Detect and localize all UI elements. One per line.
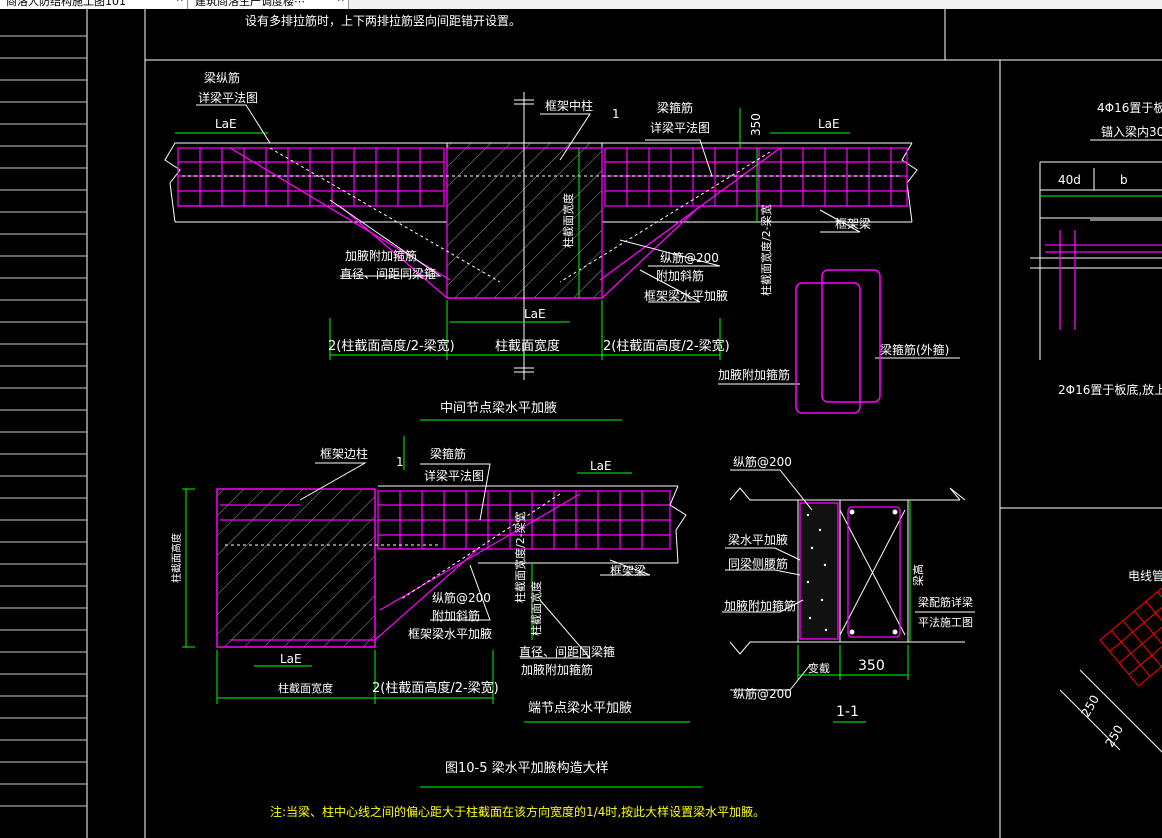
section-side-bar-label: 同梁侧腰筋 bbox=[728, 556, 788, 571]
frame-edge-column bbox=[216, 488, 376, 648]
top-note: 设有多排拉筋时，上下两排拉筋竖向间距错开设置。 bbox=[245, 13, 521, 28]
footnote: 注:当梁、柱中心线之间的偏心距大于柱截面在该方向宽度的1/4时,按此大样设置梁水… bbox=[270, 804, 765, 819]
lae-label-right: LaE bbox=[818, 117, 840, 131]
tab-architecture-drawing[interactable]: 建筑商洛生产调度楼⋯ ✕ bbox=[189, 0, 349, 9]
section-add-stirrup-label: 加腋附加箍筋 bbox=[724, 598, 796, 613]
right-dim-b-label: b bbox=[1120, 173, 1128, 187]
column-height-vertical-label: 柱截面高度 bbox=[170, 533, 183, 583]
tab-structural-drawing[interactable]: 商洛人防结构施工图101 ✕ bbox=[0, 0, 188, 9]
haunch-add-stirrup-label-2: 加腋附加箍筋 bbox=[718, 367, 790, 382]
dim-350-label: 350 bbox=[749, 113, 763, 136]
sheet-frame bbox=[86, 9, 1162, 838]
end-diameter-same-label: 直径、间距同梁箍 bbox=[519, 644, 615, 659]
conduit-label: 电线管 bbox=[1128, 568, 1162, 583]
stirrup-detail: 梁箍筋(外箍) 加腋附加箍筋 bbox=[718, 269, 949, 414]
end-beam-rebar bbox=[220, 490, 671, 641]
end-lae-bottom-label: LaE bbox=[280, 652, 302, 666]
outer-stirrup-label: 梁箍筋(外箍) bbox=[880, 342, 949, 357]
beam-outline bbox=[164, 142, 918, 223]
right-bottom-note: 2Φ16置于板底,放上排 bbox=[1058, 382, 1162, 397]
end-beam-outline bbox=[378, 485, 687, 564]
end-section-number-label: 1 bbox=[396, 455, 404, 469]
end-lae-top-label: LaE bbox=[590, 459, 612, 473]
diameter-same-label: 直径、间距同梁箍 bbox=[340, 266, 436, 281]
section-name-label: 1-1 bbox=[836, 704, 859, 720]
frame-edge-column-label: 框架边柱 bbox=[320, 446, 368, 461]
tab-bar: 商洛人防结构施工图101 ✕ 建筑商洛生产调度楼⋯ ✕ bbox=[0, 0, 1162, 9]
end-frame-beam-haunch-label: 框架梁水平加腋 bbox=[408, 626, 492, 641]
cad-drawing-canvas[interactable]: 设有多排拉筋时，上下两排拉筋竖向间距错开设置。 bbox=[0, 9, 1162, 838]
section-var-width-label: 变截 bbox=[808, 661, 830, 675]
conduit-grid bbox=[1099, 581, 1162, 687]
section-1-1: 纵筋@200 梁水平加腋 同梁侧腰筋 加腋附加箍筋 梁高 梁配筋详梁 平法施工图… bbox=[722, 454, 975, 723]
beam-long-bar-label: 梁纵筋 bbox=[204, 70, 240, 85]
haunch-add-stirrup-label: 加腋附加箍筋 bbox=[345, 248, 417, 263]
beam-stirrup-label: 梁箍筋 bbox=[657, 100, 693, 115]
dim-mid-label: 柱截面宽度 bbox=[495, 338, 560, 354]
dim-left-label: 2(柱截面高度/2-梁宽) bbox=[328, 338, 455, 354]
end-see-beam-plan-label: 详梁平法图 bbox=[424, 468, 484, 483]
left-grid bbox=[0, 35, 87, 807]
end-joint-title: 端节点梁水平加腋 bbox=[528, 701, 632, 716]
column-width-vertical-label: 柱截面宽度 bbox=[561, 193, 575, 248]
right-dim-40d-label: 40d bbox=[1058, 173, 1081, 187]
section-dim-350-label: 350 bbox=[858, 658, 885, 674]
section-beam-rebar-label: 梁配筋详梁 bbox=[918, 595, 973, 609]
tab-label: 商洛人防结构施工图101 bbox=[6, 0, 126, 8]
frame-beam-haunch-label: 框架梁水平加腋 bbox=[644, 288, 728, 303]
column-half-width-vertical-label: 柱截面宽度/2-梁宽 bbox=[759, 204, 773, 296]
middle-joint-detail: 梁纵筋 详梁平法图 LaE 框架中柱 1 梁箍筋 详梁平法图 350 LaE 柱… bbox=[164, 70, 960, 421]
dim-right-label: 2(柱截面高度/2-梁宽) bbox=[603, 338, 730, 354]
frame-beam-label: 框架梁 bbox=[835, 216, 871, 231]
centerline bbox=[514, 92, 534, 380]
frame-mid-column-label: 框架中柱 bbox=[545, 98, 593, 113]
section-long-bar-top-label: 纵筋@200 bbox=[733, 454, 792, 469]
end-beam-stirrup-label: 梁箍筋 bbox=[430, 446, 466, 461]
end-joint-detail: 框架边柱 1 梁箍筋 详梁平法图 LaE 柱截面高度 柱截面宽度/2-梁宽 柱截… bbox=[170, 436, 690, 723]
dashed-bars bbox=[182, 147, 900, 283]
end-column-section-width-label: 柱截面宽度 bbox=[529, 581, 543, 636]
leaders bbox=[196, 104, 960, 385]
end-column-half-width-label: 柱截面宽度/2-梁宽 bbox=[513, 511, 527, 603]
right-dim-250b-label: 250 bbox=[1102, 723, 1126, 750]
section-beam-plan-label: 平法施工图 bbox=[918, 615, 973, 629]
add-diagonal-bar-label: 附加斜筋 bbox=[656, 268, 704, 283]
end-dim-left-label: 柱截面宽度 bbox=[278, 681, 333, 695]
end-add-stirrup-label: 加腋附加箍筋 bbox=[521, 662, 593, 677]
section-beam-haunch-label: 梁水平加腋 bbox=[728, 532, 788, 547]
end-long-bar-200-label: 纵筋@200 bbox=[432, 590, 491, 605]
lae-bottom-label: LaE bbox=[524, 307, 546, 321]
figure-title: 图10-5 梁水平加腋构造大样 bbox=[445, 761, 609, 776]
section-number-label: 1 bbox=[612, 107, 620, 121]
right-slab-detail: 4Φ16置于板底 锚入梁内30d 40d b 2Φ16置于板底,放上排 电线管 … bbox=[1030, 100, 1162, 753]
see-beam-plan-label-2: 详梁平法图 bbox=[650, 120, 710, 135]
end-add-diagonal-label: 附加斜筋 bbox=[432, 608, 480, 623]
section-dots bbox=[806, 509, 898, 635]
right-line2-label: 锚入梁内30d bbox=[1101, 124, 1162, 139]
end-dimensions bbox=[182, 436, 690, 723]
close-icon[interactable]: ✕ bbox=[176, 0, 184, 5]
right-line1-label: 4Φ16置于板底 bbox=[1097, 100, 1162, 115]
tab-label: 建筑商洛生产调度楼⋯ bbox=[195, 0, 305, 8]
section-long-bar-bottom-label: 纵筋@200 bbox=[733, 686, 792, 701]
beam-rebar-right bbox=[604, 147, 908, 207]
section-beam-height-label: 梁高 bbox=[911, 564, 925, 586]
dimensions bbox=[175, 108, 850, 421]
right-dim-250a-label: 250 bbox=[1078, 693, 1102, 720]
lae-label: LaE bbox=[215, 117, 237, 131]
middle-joint-title: 中间节点梁水平加腋 bbox=[440, 401, 557, 416]
close-icon[interactable]: ✕ bbox=[337, 0, 345, 5]
see-beam-plan-label: 详梁平法图 bbox=[198, 90, 258, 105]
long-bar-200-label: 纵筋@200 bbox=[660, 250, 719, 265]
end-frame-beam-label: 框架梁 bbox=[610, 563, 646, 578]
end-dim-right-label: 2(柱截面高度/2-梁宽) bbox=[372, 680, 499, 696]
